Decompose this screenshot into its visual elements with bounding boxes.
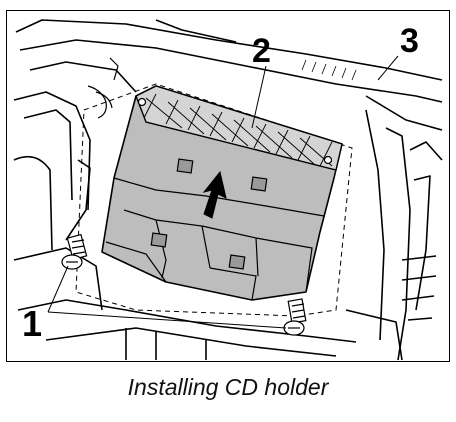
installation-diagram: 1 2 3 xyxy=(6,10,450,362)
drawing-frame: 1 2 3 xyxy=(6,10,450,362)
wire-clip xyxy=(87,57,119,119)
dashboard-panel xyxy=(13,19,443,361)
mounting-outline xyxy=(75,83,353,317)
screw-left xyxy=(61,233,88,270)
insert-direction-arrow xyxy=(202,170,227,219)
leader-lines xyxy=(47,55,399,329)
callout-1: 1 xyxy=(22,303,42,344)
panel-hatching xyxy=(301,59,357,81)
figure-caption: Installing CD holder xyxy=(127,374,329,400)
callout-2: 2 xyxy=(252,32,271,70)
screw-right xyxy=(283,298,307,336)
callout-3: 3 xyxy=(400,22,419,60)
